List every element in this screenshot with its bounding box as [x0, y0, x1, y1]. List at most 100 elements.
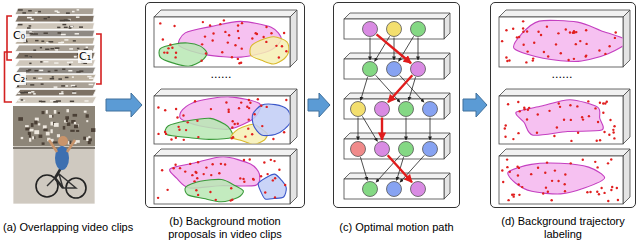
crowd-texture — [58, 78, 62, 80]
trajectory-point — [270, 159, 272, 161]
clip-bracket — [96, 34, 101, 84]
trajectory-point — [551, 180, 553, 182]
trajectory-point — [210, 108, 212, 110]
crowd-texture — [54, 70, 57, 72]
trajectory-point — [272, 138, 274, 140]
crowd-texture — [64, 39, 68, 41]
crowd-texture — [33, 136, 35, 139]
trajectory-point — [178, 129, 180, 131]
trajectory-point — [274, 196, 276, 198]
trajectory-point — [196, 120, 198, 122]
crowd-texture — [44, 18, 47, 20]
trajectory-point — [526, 50, 528, 52]
crowd-texture — [50, 78, 54, 80]
trajectory-point — [609, 119, 611, 121]
trajectory-point — [569, 104, 571, 106]
motion-proposal-node — [423, 142, 438, 157]
trajectory-point — [596, 140, 598, 142]
motion-proposal-node — [363, 182, 378, 197]
trajectory-point — [540, 34, 542, 36]
trajectory-point — [512, 138, 514, 140]
crowd-texture — [43, 128, 47, 131]
trajectory-point — [278, 169, 280, 171]
crowd-texture — [69, 48, 73, 50]
crowd-texture — [73, 114, 78, 117]
frame-side — [444, 93, 450, 119]
trajectory-point — [513, 193, 515, 195]
video-frame — [154, 17, 290, 67]
trajectory-point — [172, 167, 174, 169]
trajectory-point — [567, 59, 569, 61]
crowd-texture — [69, 64, 71, 66]
frame-top — [344, 13, 450, 19]
trajectory-point — [241, 22, 243, 24]
trajectory-point — [174, 56, 176, 58]
frame-side — [290, 89, 297, 144]
rider-body — [55, 146, 69, 170]
trajectory-point — [587, 100, 589, 102]
frame-side — [623, 149, 630, 204]
frame-side — [444, 53, 450, 79]
trajectory-point — [505, 56, 507, 58]
crowd-texture — [29, 31, 32, 33]
trajectory-point — [617, 199, 619, 201]
clip-slab — [344, 19, 444, 39]
trajectory-point — [603, 192, 605, 194]
trajectory-point — [284, 184, 286, 186]
crowd-texture — [51, 122, 54, 126]
trajectory-point — [516, 36, 518, 38]
motion-proposal-node — [375, 142, 390, 157]
crowd-texture — [77, 9, 80, 11]
trajectory-point — [227, 109, 229, 111]
trajectory-point — [594, 161, 596, 163]
crowd-texture — [58, 112, 60, 114]
trajectory-point — [164, 131, 166, 133]
trajectory-point — [205, 52, 207, 54]
trajectory-point — [174, 164, 176, 166]
motion-proposal-node — [411, 62, 426, 77]
crowd-texture — [52, 76, 54, 78]
trajectory-point — [533, 42, 535, 44]
crowd-texture — [70, 26, 73, 28]
trajectory-point — [557, 180, 559, 182]
trajectory-point — [594, 107, 596, 109]
trajectory-point — [509, 171, 511, 173]
trajectory-point — [246, 105, 248, 107]
trajectory-point — [215, 199, 217, 201]
crowd-texture — [35, 12, 38, 14]
trajectory-point — [237, 24, 239, 26]
transition-arrow — [376, 75, 400, 102]
trajectory-point — [220, 163, 222, 165]
crowd-texture — [40, 61, 42, 63]
optimal-path-arrow — [377, 34, 412, 63]
rider-leg — [55, 168, 63, 188]
trajectory-point — [570, 119, 572, 121]
crowd-texture — [89, 84, 94, 86]
trajectory-point — [522, 20, 524, 22]
trajectory-point — [163, 51, 165, 53]
frame-top — [344, 133, 450, 139]
trajectory-point — [242, 178, 244, 180]
trajectory-point — [547, 191, 549, 193]
trajectory-point — [548, 110, 550, 112]
frame-side — [444, 173, 450, 199]
frame-side — [444, 13, 450, 39]
panel-frame — [333, 2, 460, 208]
frame-top — [154, 149, 297, 156]
motion-proposal-node — [411, 182, 426, 197]
crowd-texture — [53, 141, 57, 143]
trajectory-point — [266, 173, 268, 175]
crowd-texture — [74, 124, 78, 128]
crowd-texture — [61, 42, 64, 44]
rider-arm — [49, 140, 57, 152]
trajectory-point — [244, 135, 246, 137]
crowd-texture — [29, 134, 31, 138]
trajectory-point — [608, 45, 610, 47]
crowd-texture — [72, 76, 74, 78]
crowd-texture — [66, 109, 69, 112]
trajectory-point — [166, 52, 168, 54]
trajectory-point — [189, 163, 191, 165]
trajectory-point — [200, 60, 202, 62]
trajectory-point — [596, 166, 598, 168]
transition-arrow — [361, 77, 368, 100]
